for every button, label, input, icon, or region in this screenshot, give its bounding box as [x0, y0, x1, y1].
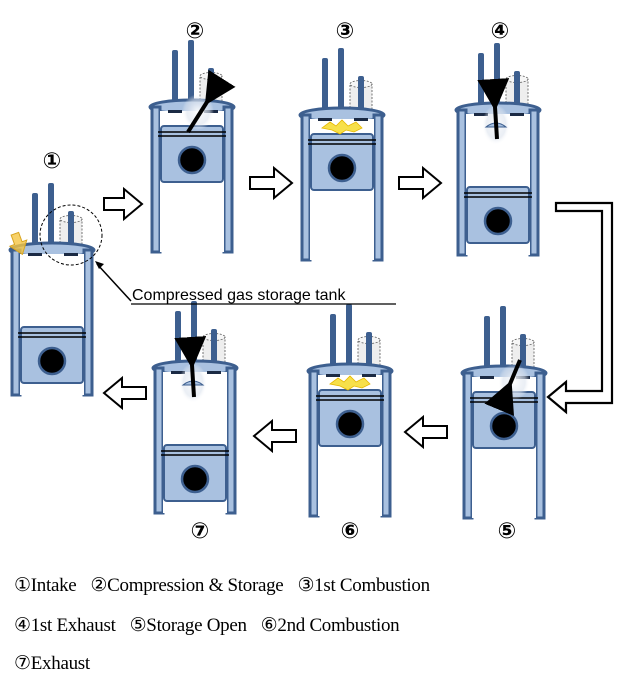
flow-arrow-3-to-4	[398, 165, 443, 201]
engine-stage-5	[460, 306, 548, 520]
intake-valve-stem	[330, 314, 336, 372]
piston-pin	[327, 153, 357, 183]
piston-pin	[177, 145, 207, 175]
intake-valve-stem	[322, 58, 328, 116]
intake-valve-head	[28, 253, 42, 256]
callout-label: Compressed gas storage tank	[132, 287, 346, 304]
cylinder-wall-right	[82, 248, 94, 397]
flow-arrow-2-to-3	[249, 165, 294, 201]
engine-stage-4	[454, 43, 542, 257]
stage-number-4: ④	[491, 19, 510, 44]
piston-pin	[180, 464, 210, 494]
engine-cycle-diagram: Compressed gas storage tank ① ② ③ ④ ⑤ ⑥ ⑦	[8, 19, 614, 544]
exhaust-valve-stem	[494, 43, 500, 109]
legend-item: ②Compression & Storage	[90, 575, 284, 596]
piston-pin	[483, 206, 513, 236]
cylinder-wall-left	[153, 366, 165, 515]
stage-number-7: ⑦	[191, 519, 210, 544]
exhaust-valve-stem	[48, 183, 54, 249]
cylinder-wall-right	[225, 366, 237, 515]
flow-arrow-7-to-1	[102, 375, 147, 411]
flow-arrow-1-to-2	[103, 186, 144, 222]
exhaust-arrow-icon	[174, 336, 207, 398]
spark-icon	[329, 375, 371, 391]
stage-number-2: ②	[186, 19, 205, 44]
flow-arrow-4-to-5	[546, 201, 614, 415]
gas-store-arrow-icon	[186, 69, 236, 134]
flow-arrow-6-to-7	[252, 418, 297, 454]
intake-flow-arrow-icon	[8, 231, 28, 256]
engine-stage-3	[298, 48, 386, 262]
engine-stage-7	[151, 301, 239, 515]
engine-stage-1	[8, 183, 96, 397]
spark-icon	[321, 119, 363, 135]
intake-valve-stem	[172, 50, 178, 108]
storage-valve-head	[510, 113, 524, 116]
exhaust-valve-stem	[346, 304, 352, 370]
storage-valve-head	[64, 253, 78, 256]
legend-item: ⑦Exhaust	[14, 653, 90, 674]
intake-valve-stem	[32, 193, 38, 251]
intake-valve-head	[171, 371, 185, 374]
exhaust-valve-stem	[191, 301, 197, 367]
exhaust-arrow-icon	[477, 78, 510, 140]
engine-stage-6	[306, 304, 394, 518]
cylinder-wall-right	[534, 371, 546, 520]
exhaust-valve-stem	[500, 306, 506, 372]
stage-number-5: ⑤	[498, 519, 517, 544]
legend-item: ③1st Combustion	[297, 575, 430, 596]
legend-item: ①Intake	[14, 575, 77, 596]
storage-valve-head	[207, 371, 221, 374]
intake-valve-head	[318, 118, 332, 121]
cylinder-wall-left	[10, 248, 22, 397]
tank-highlight-circle	[39, 204, 103, 266]
engine-stage-2	[148, 40, 236, 254]
intake-valve-head	[168, 110, 182, 113]
cylinder-wall-right	[222, 105, 234, 254]
piston-pin	[335, 409, 365, 439]
legend-item: ⑥2nd Combustion	[260, 615, 400, 636]
legend-item: ④1st Exhaust	[14, 615, 116, 636]
piston-pin	[37, 346, 67, 376]
piston-pin	[489, 411, 519, 441]
legend-item: ⑤Storage Open	[129, 615, 247, 636]
cylinder-wall-left	[456, 108, 468, 257]
stage-number-1: ①	[43, 149, 62, 174]
flow-arrow-5-to-6	[403, 414, 448, 450]
legend: ④1st Exhaust ⑤Storage Open ⑥2nd Combustion	[14, 614, 413, 637]
intake-valve-stem	[484, 316, 490, 374]
storage-tank-callout: Compressed gas storage tank	[39, 204, 396, 305]
cylinder-wall-left	[150, 105, 162, 254]
cylinder-wall-left	[300, 113, 312, 262]
callout-pointer	[96, 263, 132, 302]
cylinder-wall-right	[528, 108, 540, 257]
stage-number-3: ③	[336, 19, 355, 44]
legend: ⑦Exhaust	[14, 652, 104, 675]
exhaust-valve-stem	[188, 40, 194, 106]
legend: ①Intake ②Compression & Storage ③1st Combus…	[14, 574, 444, 597]
cylinder-wall-left	[462, 371, 474, 520]
gas-flow-glow	[182, 94, 214, 130]
exhaust-valve-stem	[338, 48, 344, 114]
storage-valve-head	[354, 118, 368, 121]
intake-valve-head	[326, 374, 340, 377]
intake-valve-head	[480, 376, 494, 379]
gas-release-arrow-icon	[484, 359, 522, 416]
intake-valve-head	[474, 113, 488, 116]
stage-number-6: ⑥	[341, 519, 360, 544]
callout-arrowhead	[95, 261, 104, 269]
storage-valve-head	[362, 374, 376, 377]
cylinder-wall-right	[372, 113, 384, 262]
cylinder-wall-left	[308, 369, 320, 518]
cylinder-wall-right	[380, 369, 392, 518]
